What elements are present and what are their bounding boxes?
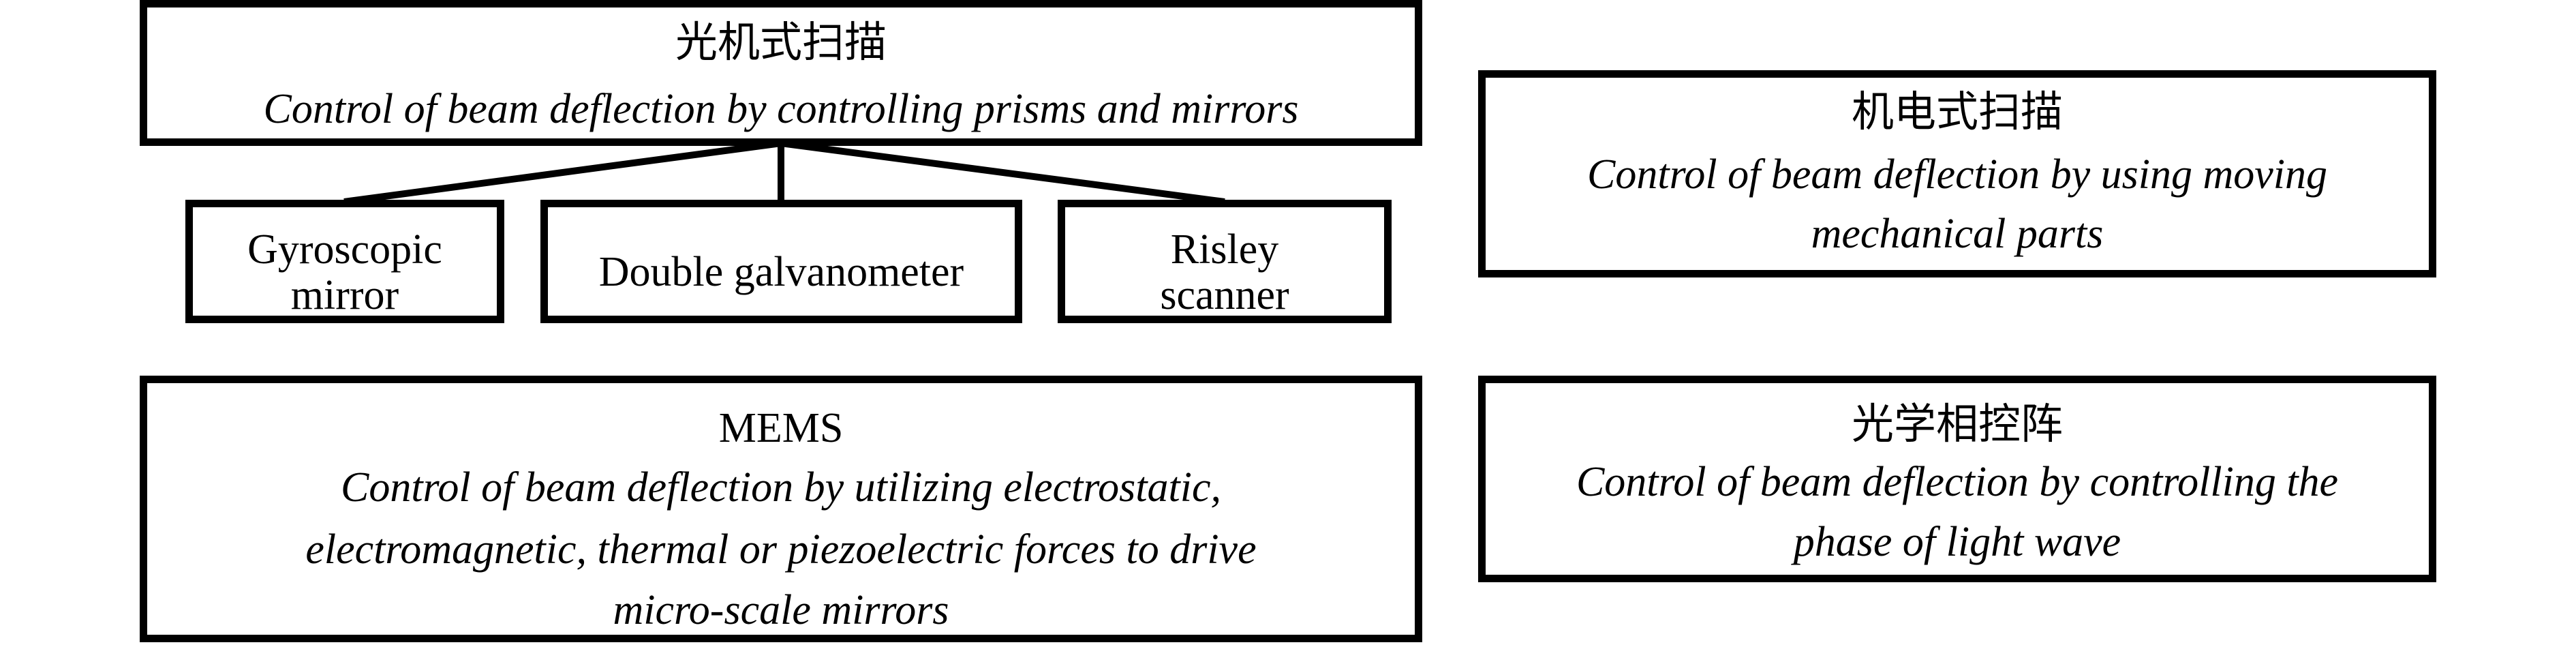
risley-scanner-label-line1: Risley	[1170, 226, 1279, 273]
electromechanical-description-line1: Control of beam deflection by using movi…	[1587, 151, 2327, 198]
mems-box: MEMS Control of beam deflection by utili…	[140, 376, 1422, 642]
optical-phased-array-title: 光学相控阵	[1851, 402, 2063, 448]
mems-description-line2: electromagnetic, thermal or piezoelectri…	[305, 526, 1257, 573]
connector-to-risley-scanner	[780, 140, 1225, 205]
optical-phased-array-description-line2: phase of light wave	[1793, 519, 2121, 565]
electromechanical-scanning-box: 机电式扫描 Control of beam deflection by usin…	[1478, 70, 2436, 277]
connector-to-gyroscopic-mirror	[343, 140, 782, 205]
optical-phased-array-box: 光学相控阵 Control of beam deflection by cont…	[1478, 376, 2436, 582]
optomechanical-scanning-box: 光机式扫描 Control of beam deflection by cont…	[140, 0, 1422, 146]
electromechanical-description-line2: mechanical parts	[1811, 211, 2104, 257]
mems-description-line1: Control of beam deflection by utilizing …	[340, 464, 1222, 511]
mems-description-line3: micro-scale mirrors	[613, 587, 949, 633]
risley-scanner-box: Risley scanner	[1058, 200, 1392, 323]
gyroscopic-mirror-label-line2: mirror	[290, 272, 399, 318]
optical-phased-array-description-line1: Control of beam deflection by controllin…	[1576, 459, 2339, 505]
risley-scanner-label-line2: scanner	[1160, 272, 1289, 318]
double-galvanometer-label: Double galvanometer	[598, 249, 964, 295]
double-galvanometer-box: Double galvanometer	[540, 200, 1022, 323]
optomechanical-title: 光机式扫描	[675, 20, 887, 66]
gyroscopic-mirror-label-line1: Gyroscopic	[247, 226, 442, 273]
optomechanical-description: Control of beam deflection by controllin…	[263, 86, 1299, 132]
mems-title: MEMS	[718, 405, 844, 451]
electromechanical-title: 机电式扫描	[1851, 89, 2063, 136]
gyroscopic-mirror-box: Gyroscopic mirror	[185, 200, 504, 323]
